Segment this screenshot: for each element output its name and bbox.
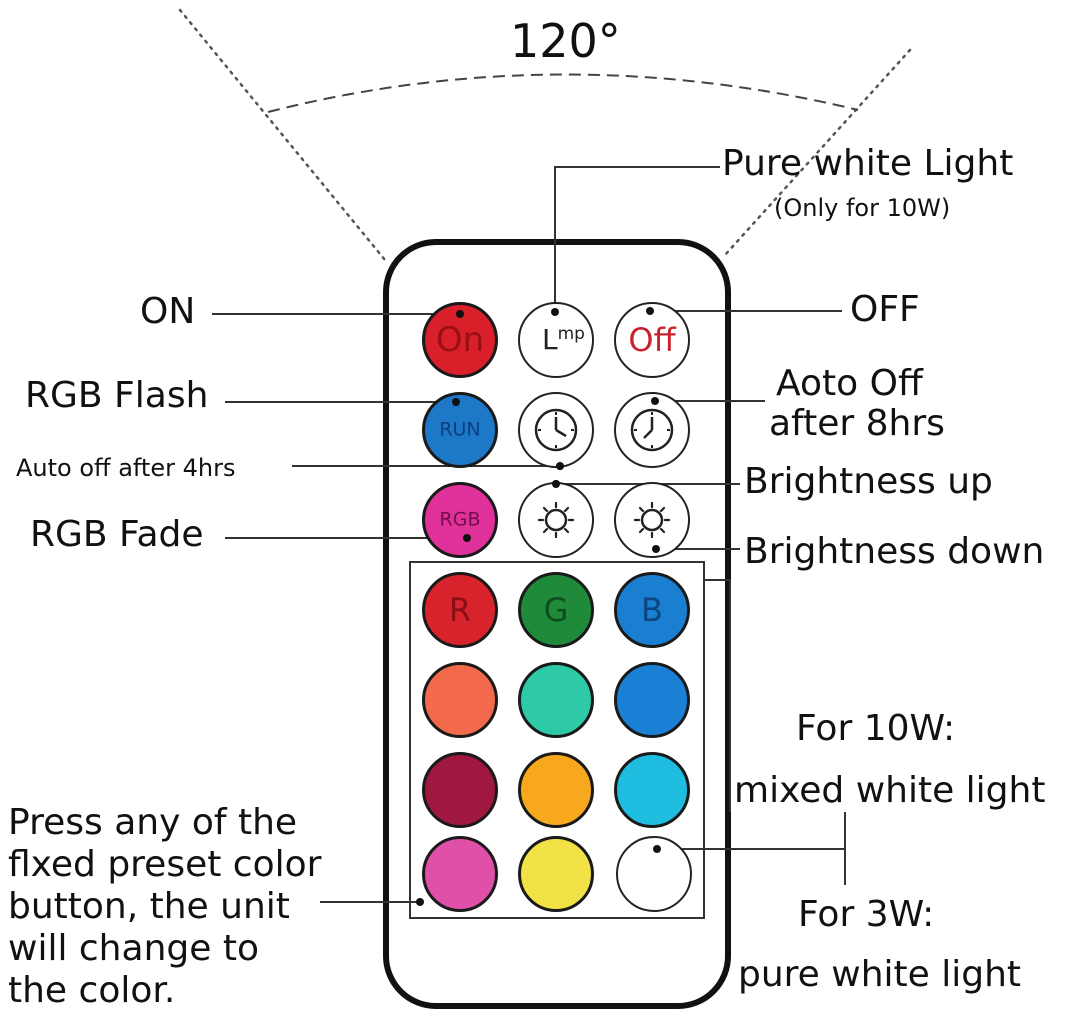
red-button[interactable]: R: [422, 572, 498, 648]
yellow-button[interactable]: [518, 836, 594, 912]
pure-white-note: (Only for 10W): [774, 194, 951, 222]
brightness-down-button[interactable]: [614, 482, 690, 558]
green-button[interactable]: G: [518, 572, 594, 648]
auto-off-8-label-2: after 8hrs: [769, 403, 945, 444]
green-button-label: G: [543, 591, 569, 629]
pink-button[interactable]: [422, 836, 498, 912]
off-button-label: Off: [628, 321, 676, 359]
brightness-up-button[interactable]: [518, 482, 594, 558]
on-label: ON: [140, 291, 196, 332]
mixed-white-label: mixed white light: [734, 770, 1046, 811]
amber-button[interactable]: [518, 752, 594, 828]
pure-white-label: Pure white Light: [722, 143, 1014, 184]
on-button[interactable]: On: [422, 302, 498, 378]
preset-note-line-5: the color.: [8, 970, 176, 1011]
clock-icon: [534, 408, 578, 452]
rgb-flash-label: RGB Flash: [25, 375, 209, 416]
brightness-up-label: Brightness up: [744, 461, 993, 502]
preset-note-line-4: will change to: [8, 928, 259, 969]
white-button[interactable]: [616, 836, 692, 912]
rgb-fade-button[interactable]: RGB: [422, 482, 498, 558]
lamp-button-sup: mp: [557, 323, 585, 344]
for-3w-label: For 3W:: [798, 894, 935, 935]
sun-icon: [633, 501, 671, 539]
angle-label: 120°: [510, 14, 621, 68]
run-button-label: RUN: [439, 418, 481, 441]
auto-off-8-label-1: Aoto Off: [776, 363, 923, 404]
preset-note-line-2: flxed preset color: [8, 844, 322, 885]
beam-arc: [267, 73, 859, 113]
preset-note-line-3: button, the unit: [8, 886, 290, 927]
sun-icon: [537, 501, 575, 539]
pure-white-light-label: pure white light: [738, 954, 1022, 995]
cyan-button[interactable]: [614, 752, 690, 828]
rgb-fade-label: RGB Fade: [30, 514, 204, 555]
lamp-button[interactable]: Lmp: [518, 302, 594, 378]
beam-line-right: [723, 48, 912, 257]
red-button-label: R: [448, 591, 472, 629]
preset-note-line-1: Press any of the: [8, 802, 298, 843]
auto-off-4hrs-button[interactable]: [518, 392, 594, 468]
lamp-button-label: L: [542, 323, 558, 357]
orange-button[interactable]: [422, 662, 498, 738]
preset-group-box: [409, 561, 705, 919]
maroon-button[interactable]: [422, 752, 498, 828]
blue-button-label: B: [641, 591, 663, 629]
auto-off-8hrs-button[interactable]: [614, 392, 690, 468]
blue-button[interactable]: B: [614, 572, 690, 648]
brightness-down-label: Brightness down: [744, 531, 1045, 572]
rgb-button-label: RGB: [439, 508, 481, 531]
auto-off-4-label: Auto off after 4hrs: [16, 454, 236, 482]
off-label: OFF: [850, 289, 920, 330]
for-10w-label: For 10W:: [796, 708, 956, 749]
on-button-label: On: [435, 320, 485, 360]
clock-icon: [630, 408, 674, 452]
aqua-button[interactable]: [518, 662, 594, 738]
beam-line-left: [178, 8, 387, 262]
azure-button[interactable]: [614, 662, 690, 738]
rgb-flash-button[interactable]: RUN: [422, 392, 498, 468]
off-button[interactable]: Off: [614, 302, 690, 378]
